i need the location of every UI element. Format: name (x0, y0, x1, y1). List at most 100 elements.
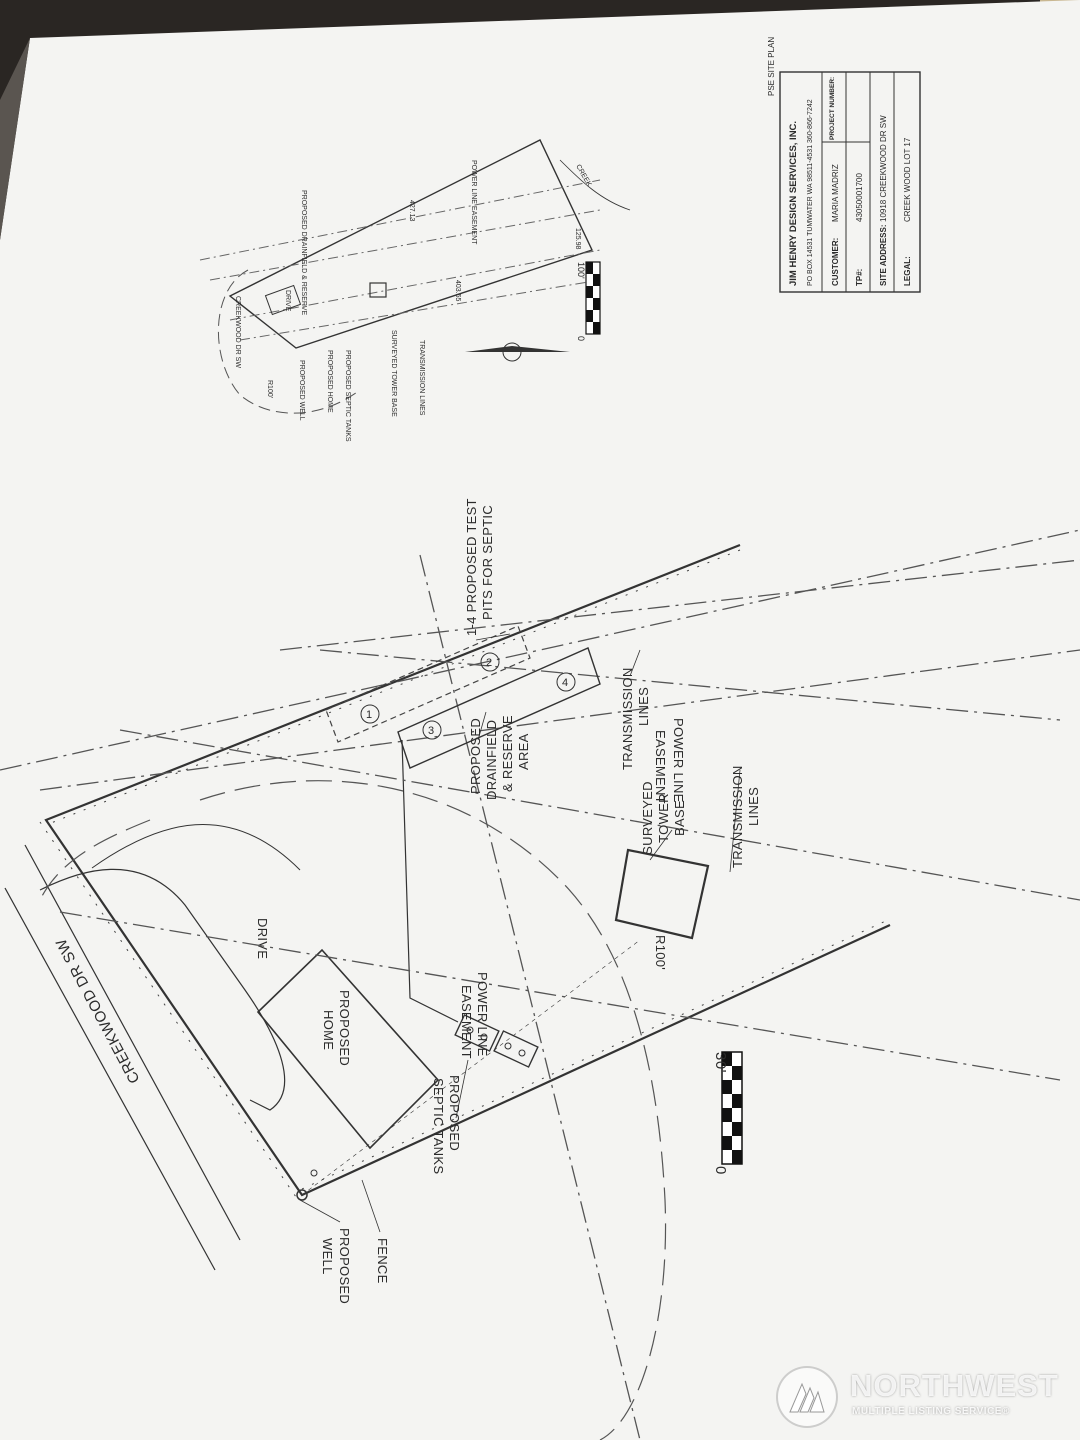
transmission-label-1a: TRANSMISSION (730, 765, 745, 868)
nwmls-logo-icon (776, 1366, 838, 1428)
fence-ticks-south (301, 918, 891, 1190)
proposed-home-outline (256, 948, 440, 1150)
inset-tower-base (369, 282, 387, 298)
inset-transmission-label: TRANSMISSION LINES (418, 340, 425, 416)
r100-radius-arc (199, 780, 667, 1440)
inset-drive-label: DRIVE (284, 290, 291, 312)
r100-radius-arc-2 (39, 819, 151, 901)
septic-label-2: SEPTIC TANKS (431, 1078, 446, 1174)
fence-label: FENCE (375, 1238, 390, 1284)
drive-label: DRIVE (255, 918, 270, 959)
well-leader (299, 1199, 341, 1223)
transmission-label-2a: TRANSMISSION (620, 667, 635, 770)
drainfield-label-3: & RESERVE (500, 715, 515, 792)
drainfield-label-1: PROPOSED (468, 718, 483, 794)
property-boundary (44, 543, 891, 1197)
testpits-leader (475, 633, 511, 641)
inset-dimension-top: 427.13 (408, 200, 415, 222)
fence-leader (361, 1179, 381, 1233)
site-address-label: SITE ADDRESS: (879, 225, 888, 287)
septic-label-1: PROPOSED (447, 1075, 462, 1151)
septic-tank-2 (493, 1030, 539, 1068)
well-symbol (296, 1189, 308, 1201)
legal-label: LEGAL: (903, 256, 912, 286)
tp-label: TP#: (855, 269, 864, 286)
inset-easement-3 (229, 249, 601, 321)
tp-value: 43050001700 (855, 173, 864, 222)
title-block: PSE SITE PLAN JIM HENRY DESIGN SERVICES,… (767, 37, 921, 293)
main-scale-end: 30' (712, 1052, 729, 1073)
watermark-subtitle: MULTIPLE LISTING SERVICE® (852, 1406, 1010, 1417)
septic-port-2 (480, 1033, 488, 1041)
home-label-1: PROPOSED (337, 990, 352, 1066)
project-label: PROJECT NUMBER: (829, 77, 836, 140)
paper-shadow (0, 38, 30, 240)
transmission-label-1b: LINES (746, 787, 761, 826)
inset-dimension-bottom: 403.55 (454, 280, 461, 302)
nwmls-watermark: NORTHWEST MULTIPLE LISTING SERVICE® (776, 1366, 1058, 1428)
inset-radius-label: R100' (266, 380, 273, 398)
tower-label-3: BASE (672, 800, 687, 836)
easement-line-7 (319, 649, 1061, 721)
easement-line-2 (39, 649, 1080, 791)
transmission-leader-2 (629, 649, 641, 677)
easement-label-3: POWER LINE (671, 718, 686, 803)
inset-scale-end: 100' (576, 262, 586, 279)
north-arrow-icon (465, 342, 570, 362)
drive-outline (39, 868, 286, 1111)
inset-property-boundary (228, 139, 593, 349)
customer-value: MARIA MADRIZ (831, 164, 840, 222)
inset-scale-zero: 0 (576, 336, 586, 341)
inset-easement-1 (199, 179, 601, 261)
tower-label-1: SURVEYED (640, 781, 655, 855)
easement-line-4 (59, 911, 1061, 1081)
inset-site-plan: CREEKWOOD DR SW DRIVE R100' PROPOSED WEL… (199, 139, 631, 442)
pit-2 (480, 652, 500, 672)
inset-home (264, 284, 302, 316)
inset-drainfield-label: PROPOSED DRAINFIELD & RESERVE (300, 190, 307, 315)
pit-4 (556, 672, 576, 692)
inset-home-label: PROPOSED HOME (326, 350, 333, 413)
home-label-2: HOME (321, 1010, 336, 1050)
r100-leader (301, 939, 641, 1196)
septic-tank-1 (454, 1014, 500, 1052)
well-marker (310, 1169, 318, 1177)
pit-4-number: 4 (562, 677, 568, 689)
tower-label-2: TOWER (656, 793, 671, 843)
title-block-company: JIM HENRY DESIGN SERVICES, INC. (788, 121, 799, 286)
easement-label-1: POWER LINE (475, 972, 490, 1057)
well-label-1: PROPOSED (337, 1228, 352, 1304)
drainfield-label-4: AREA (516, 733, 531, 770)
pit-1-number: 1 (366, 709, 372, 721)
surveyed-tower-base (614, 848, 710, 940)
test-pit-area (325, 625, 531, 743)
inset-road-label: CREEKWOOD DR SW (234, 296, 241, 368)
inset-creek (559, 159, 631, 211)
pit-1 (360, 704, 380, 724)
septic-port-1 (466, 1026, 474, 1034)
tower-leader (649, 829, 673, 861)
septic-leader (455, 1059, 469, 1119)
well-label-2: WELL (320, 1238, 335, 1275)
inset-easement-2 (209, 209, 601, 281)
testpits-label-2: PITS FOR SEPTIC (480, 505, 495, 620)
road-edge-1 (4, 887, 216, 1271)
easement-label-2: EASEMENT (459, 985, 474, 1059)
easement-line-3 (119, 729, 1080, 901)
main-scale-bar: 0 30' (712, 1051, 743, 1175)
easement-label-4: EASEMENT (653, 730, 668, 804)
easement-line-5 (279, 559, 1080, 651)
pit-3 (422, 720, 442, 740)
inset-easement-4 (239, 279, 601, 341)
drainfield-area (397, 647, 601, 769)
transmission-leader-1 (729, 769, 741, 873)
septic-port-3 (504, 1042, 512, 1050)
customer-label: CUSTOMER: (831, 238, 840, 286)
title-block-address: PO BOX 14531 TUMWATER WA 98511-4531 360-… (807, 99, 814, 286)
radius-label: R100' (653, 935, 668, 970)
easement-line-6 (419, 554, 641, 1440)
pit-2-number: 2 (486, 657, 492, 669)
inset-dimension-right: 125.98 (574, 228, 581, 250)
